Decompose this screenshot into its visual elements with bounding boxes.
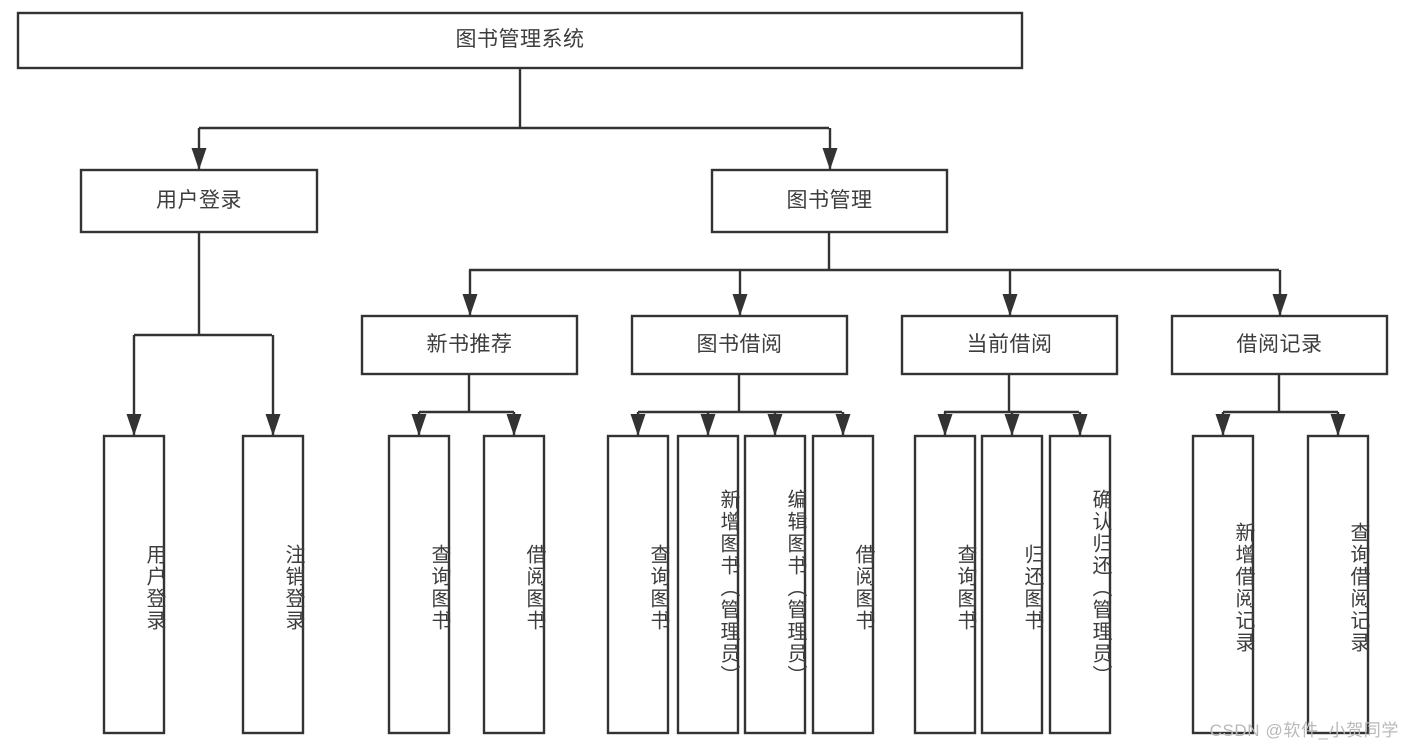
arrowhead-icon xyxy=(411,414,427,436)
level3-node-borrow-record-box xyxy=(1170,314,1389,376)
arrowhead-icon xyxy=(1002,294,1018,316)
arrowhead-icon xyxy=(1072,414,1088,436)
root-node-图书管理系统-box xyxy=(16,11,1024,70)
watermark-text: CSDN @软件_小贺同学 xyxy=(1209,721,1399,740)
connector-layer xyxy=(126,68,1346,436)
level3-node-book-borrow-box xyxy=(630,314,849,376)
node-box-layer xyxy=(16,11,1389,735)
arrowhead-icon xyxy=(822,148,838,170)
leaf-node-leaf-borrow-book-2-box xyxy=(811,434,875,735)
level2-node-book-manage-box xyxy=(710,168,949,234)
leaf-node-leaf-confirm-return-box xyxy=(1048,434,1112,735)
arrowhead-icon xyxy=(1330,414,1346,436)
level3-node-current-borrow-box xyxy=(900,314,1119,376)
leaf-node-leaf-query-book-3-box xyxy=(913,434,977,735)
leaf-node-leaf-query-record-box xyxy=(1306,434,1370,735)
arrowhead-icon xyxy=(937,414,953,436)
leaf-node-leaf-borrow-book-1-box xyxy=(482,434,546,735)
leaf-node-leaf-add-record-box xyxy=(1191,434,1255,735)
leaf-node-leaf-logout-box xyxy=(241,434,305,735)
level2-node-user-login-box xyxy=(79,168,319,234)
arrowhead-icon xyxy=(1215,414,1231,436)
arrowhead-icon xyxy=(732,294,748,316)
arrowhead-icon xyxy=(700,414,716,436)
arrowhead-icon xyxy=(462,294,478,316)
arrowhead-icon xyxy=(835,414,851,436)
leaf-node-leaf-query-book-1-box xyxy=(387,434,451,735)
leaf-node-leaf-user-login-box xyxy=(102,434,166,735)
arrowhead-icon xyxy=(191,148,207,170)
leaf-node-leaf-add-book-box xyxy=(676,434,740,735)
arrowhead-icon xyxy=(265,414,281,436)
leaf-node-leaf-return-book-box xyxy=(980,434,1044,735)
arrowhead-icon xyxy=(767,414,783,436)
arrowhead-icon xyxy=(1004,414,1020,436)
leaf-node-leaf-query-book-2-box xyxy=(606,434,670,735)
arrowhead-icon xyxy=(506,414,522,436)
arrowhead-icon xyxy=(630,414,646,436)
level3-node-new-book-recommend-box xyxy=(360,314,579,376)
arrowhead-icon xyxy=(126,414,142,436)
arrowhead-icon xyxy=(1272,294,1288,316)
leaf-node-leaf-edit-book-box xyxy=(743,434,807,735)
